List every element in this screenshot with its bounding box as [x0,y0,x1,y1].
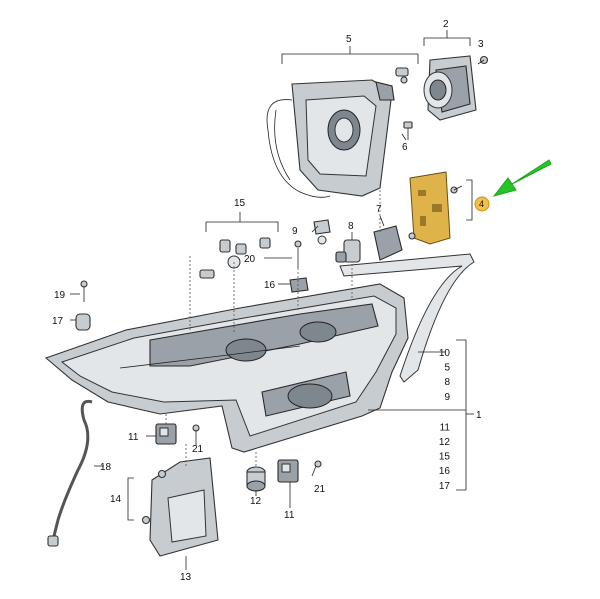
part-14-bolts [141,469,167,525]
label-15: 15 [234,198,246,209]
label-11-right: 11 [284,510,295,521]
label-21-right: 21 [314,484,326,495]
part-5-bracket [281,53,419,64]
label-8: 8 [348,221,354,232]
label-16: 16 [264,280,276,291]
part-13-mount-bracket [149,457,219,557]
part-21-screw-left [192,424,200,440]
part-15-bulbs [199,237,271,279]
part-15-bracket [205,221,279,232]
part-6-screw [403,121,413,140]
list-item-12: 12 [439,437,451,448]
part-1-headlight-body [44,283,409,453]
part-1-subpart-list: 10 5 8 9 11 12 15 16 17 [439,348,451,492]
list-item-16: 16 [439,466,451,477]
list-item-17: 17 [439,481,451,492]
part-21-screw-right [311,460,322,477]
label-1: 1 [476,410,482,421]
list-item-9: 9 [444,392,450,403]
part-17-cap [75,313,91,331]
part-3-screw [477,55,489,65]
part-4-led-module-board [409,171,463,245]
part-14-bracket [127,477,134,521]
part-5-housing-frame [266,67,409,198]
label-11-left: 11 [128,432,139,443]
label-18: 18 [100,462,112,473]
part-12-cap [246,466,266,492]
part-18-hose [52,399,93,537]
label-6: 6 [402,142,408,153]
trim-strip [339,253,475,383]
list-item-10: 10 [439,348,451,359]
label-5: 5 [346,34,352,45]
part-2-control-unit [423,55,477,121]
part-11-connector-left [155,423,177,445]
part-16-clip [289,277,309,293]
part-2-bracket [423,37,471,46]
list-item-5: 5 [444,363,450,374]
list-item-8: 8 [444,377,450,388]
part-20-bolt [294,240,302,268]
label-21-left: 21 [192,444,204,455]
green-arrow-icon [492,159,552,197]
part-4-bracket [466,179,473,221]
label-3: 3 [478,39,484,50]
part-11-connector-right [277,459,299,483]
label-4: 4 [479,199,484,209]
label-2: 2 [443,19,449,30]
leader-lines [70,133,446,570]
part-8-bulb-holder [335,239,361,263]
label-13: 13 [180,572,192,583]
label-9: 9 [292,226,298,237]
label-19: 19 [54,290,66,301]
guide-lines [165,190,381,466]
label-20: 20 [244,254,256,265]
label-14: 14 [110,494,122,505]
list-item-11: 11 [440,422,451,433]
label-17: 17 [52,316,64,327]
label-7: 7 [376,204,382,215]
part-9-socket [313,219,331,245]
label-12: 12 [250,496,262,507]
part-4-highlight-marker [474,196,490,212]
list-item-15: 15 [439,452,451,463]
part-19-screw [80,280,88,302]
part-7-mount-bracket [373,225,416,261]
part-1-list-bracket [456,339,467,491]
part-18-connector [47,535,59,547]
